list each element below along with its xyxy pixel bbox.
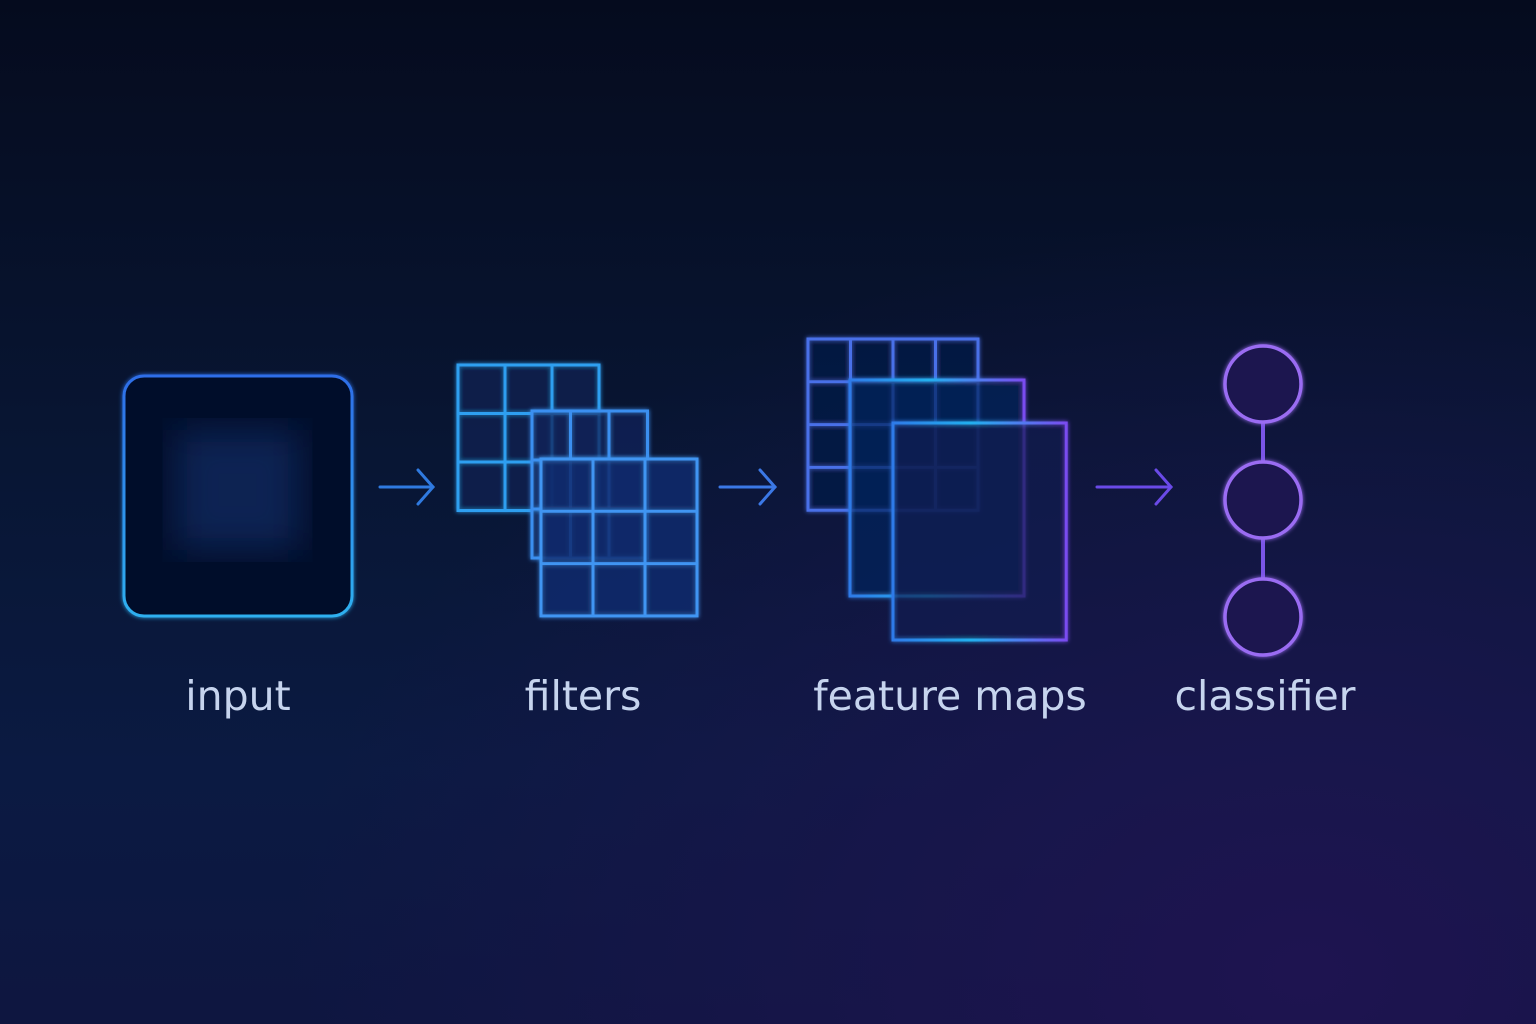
label-feature-maps: feature maps	[813, 672, 1087, 720]
arrow-right-icon	[1095, 468, 1174, 506]
classifier-node	[1223, 460, 1303, 540]
arrow-head	[1154, 468, 1174, 506]
feature-maps-stack	[806, 337, 1068, 642]
arrow-right-icon	[718, 468, 778, 506]
classifier-node	[1223, 577, 1303, 657]
label-filters: filters	[524, 672, 642, 720]
filter-3	[539, 457, 699, 618]
feature-map-3	[891, 421, 1068, 642]
classifier-node	[1223, 344, 1303, 424]
arrow-head	[758, 468, 778, 506]
arrow-head	[416, 468, 436, 506]
classifier-nodes	[1223, 344, 1303, 657]
input-image-frame	[122, 374, 354, 618]
label-classifier: classifier	[1174, 672, 1356, 720]
arrow-right-icon	[378, 468, 436, 506]
filter-3-frame	[539, 457, 699, 618]
label-input: input	[185, 672, 291, 720]
filters-stack	[456, 363, 699, 618]
